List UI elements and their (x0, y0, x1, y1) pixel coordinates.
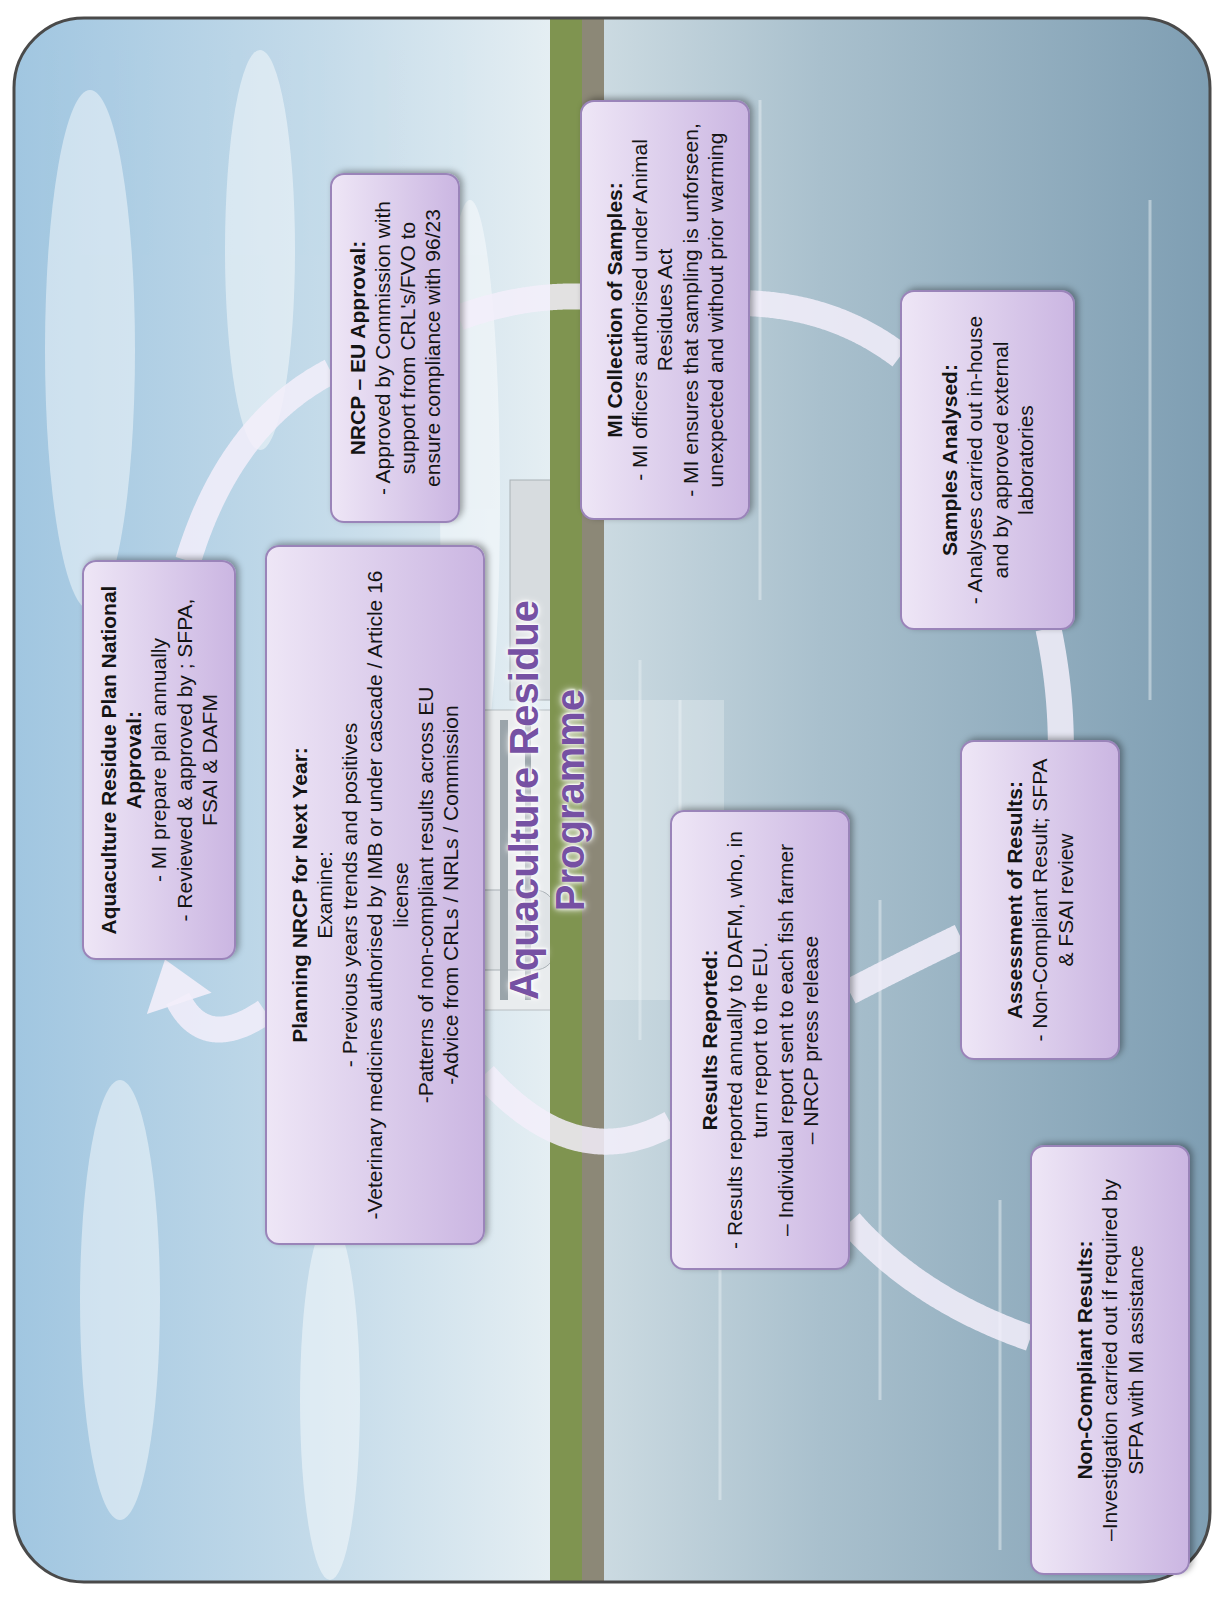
box-text: - Approved by Commission with support fr… (370, 191, 446, 505)
process-box: NRCP – EU Approval:- Approved by Commiss… (330, 173, 460, 523)
connector-band (484, 1075, 671, 1142)
box-heading: Results Reported: (697, 828, 722, 1252)
box-text: –Investigation carried out if required b… (1097, 1163, 1147, 1557)
box-text: Examine: (312, 563, 337, 1227)
process-box: Assessment of Results:- Non-Compliant Re… (960, 740, 1120, 1060)
box-text: - Analyses carried out in-house and by a… (962, 308, 1038, 612)
process-box: Planning NRCP for Next Year:Examine:- Pr… (265, 545, 485, 1245)
photo-ground (14, 18, 1210, 1582)
process-box: Results Reported:- Results reported annu… (670, 810, 850, 1270)
sky (14, 18, 560, 1582)
diagram-title: Aquaculture Residue Programme (501, 520, 593, 1080)
sea (604, 18, 1210, 1582)
box-heading: Assessment of Results: (1002, 758, 1027, 1042)
process-box: Samples Analysed:- Analyses carried out … (900, 290, 1075, 630)
cycle-connector (147, 960, 265, 1030)
arrow-head (147, 960, 212, 1014)
process-box: Aquaculture Residue Plan National Approv… (82, 560, 236, 960)
box-text: - Non-Compliant Result; SFPA & FSAI revi… (1027, 758, 1077, 1042)
cycle-connector (1048, 629, 1060, 741)
connector-band (459, 296, 581, 317)
cycle-connector (459, 296, 581, 317)
cycle-connector (850, 937, 961, 992)
connector-band (850, 1222, 1030, 1338)
connector-band (1048, 629, 1060, 741)
box-text: -Patterns of non-compliant results acros… (413, 563, 438, 1227)
box-text: - MI ensures that sampling is unforseen,… (678, 118, 728, 502)
clouds (45, 50, 500, 1580)
box-heading: Aquaculture Residue Plan National Approv… (96, 578, 146, 942)
cycle-connector (188, 371, 331, 560)
connector-band (188, 371, 331, 560)
box-text: - Results reported annually to DAFM, who… (722, 828, 772, 1252)
connector-band (850, 937, 961, 992)
photo-frame (14, 18, 1210, 1582)
box-heading: Planning NRCP for Next Year: (287, 563, 312, 1227)
box-heading: NRCP – EU Approval: (345, 191, 370, 505)
box-text: - MI prepare plan annually (146, 578, 171, 942)
process-box: MI Collection of Samples:- MI officers a… (580, 100, 750, 520)
box-text: – Individual report sent to each fish fa… (773, 828, 798, 1252)
box-heading: MI Collection of Samples: (602, 118, 627, 502)
connector-band (178, 999, 266, 1030)
cycle-connector (850, 1222, 1030, 1338)
box-text: -Veterinary medicines authorised by IMB … (362, 563, 412, 1227)
process-box: Non-Compliant Results:–Investigation car… (1030, 1145, 1190, 1575)
cycle-connector (484, 1075, 671, 1142)
connector-band (750, 303, 900, 356)
box-text: - Previous years trends and positives (337, 563, 362, 1227)
box-heading: Samples Analysed: (937, 308, 962, 612)
box-text: - MI officers authorised under Animal Re… (627, 118, 677, 502)
box-text: – NRCP press release (798, 828, 823, 1252)
box-text: -Advice from CRLs / NRLs / Commission (438, 563, 463, 1227)
box-heading: Non-Compliant Results: (1072, 1163, 1097, 1557)
cycle-connector (750, 303, 900, 356)
box-text: - Reviewed & approved by ; SFPA, FSAI & … (172, 578, 222, 942)
